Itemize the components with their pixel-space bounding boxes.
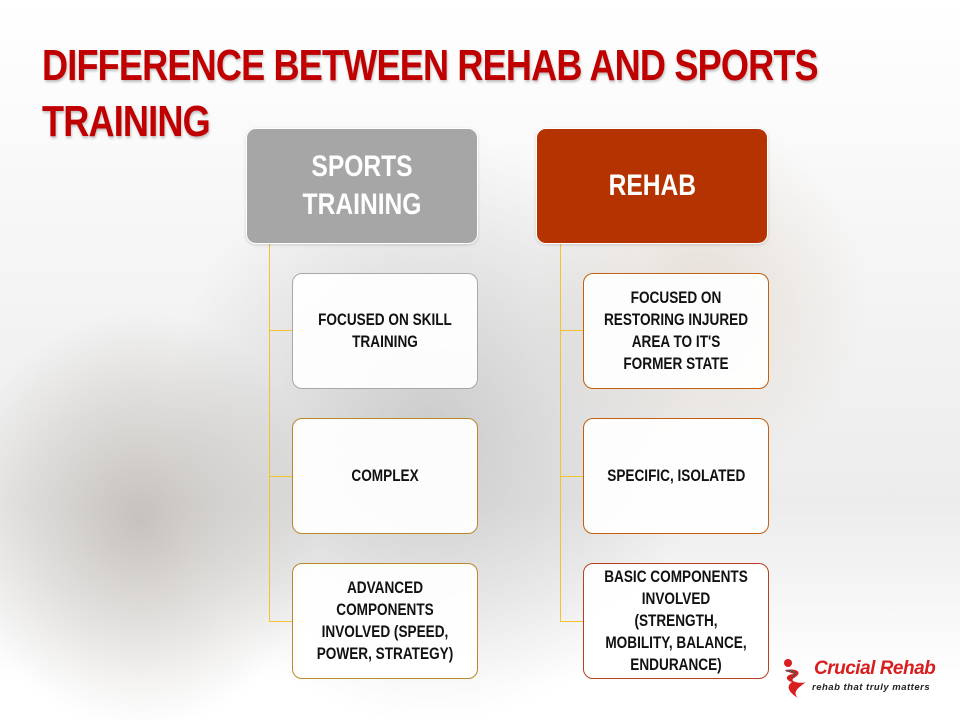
crucial-rehab-logo: Crucial Rehab rehab that truly matters	[782, 656, 942, 702]
rehab-item-basic-components: BASIC COMPONENTS INVOLVED (STRENGTH, MOB…	[583, 563, 769, 679]
rehab-connector-3	[560, 621, 583, 622]
sports-item-complex: COMPLEX	[292, 418, 478, 534]
rehab-item-specific: SPECIFIC, ISOLATED	[583, 418, 769, 534]
rehab-item-restoring: FOCUSED ON RESTORING INJURED AREA TO IT'…	[583, 273, 769, 389]
sports-connector-3	[269, 621, 292, 622]
title-line-2: TRAINING	[42, 97, 211, 146]
sports-connector-1	[269, 330, 292, 331]
sports-connector-2	[269, 476, 292, 477]
rehab-connector-vertical	[560, 242, 561, 621]
runner-logo-icon	[784, 659, 806, 698]
sports-connector-vertical	[269, 242, 270, 621]
rehab-connector-1	[560, 330, 583, 331]
rehab-connector-2	[560, 476, 583, 477]
rehab-header: REHAB	[536, 128, 768, 244]
sports-training-header: SPORTS TRAINING	[246, 128, 478, 244]
title-line-1: DIFFERENCE BETWEEN REHAB AND SPORTS	[42, 41, 819, 90]
logo-tagline: rehab that truly matters	[812, 682, 931, 693]
sports-item-advanced-components: ADVANCED COMPONENTS INVOLVED (SPEED, POW…	[292, 563, 478, 679]
logo-name: Crucial Rehab	[814, 658, 936, 679]
sports-item-skill-training: FOCUSED ON SKILL TRAINING	[292, 273, 478, 389]
slide-title: DIFFERENCE BETWEEN REHAB AND SPORTS TRAI…	[42, 38, 862, 150]
